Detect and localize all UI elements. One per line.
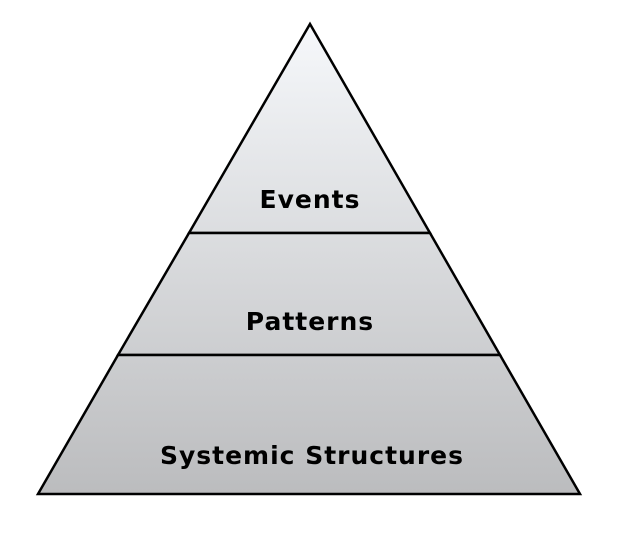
pyramid-level-systemic-structures: Systemic Structures — [35, 353, 583, 496]
systemic-structures-level-label: Systemic Structures — [160, 441, 464, 470]
systemic-structures-level-shape — [35, 353, 583, 496]
events-level-label: Events — [260, 185, 361, 214]
pyramid-level-events: Events — [186, 21, 433, 235]
patterns-level-label: Patterns — [246, 307, 374, 336]
pyramid-level-patterns: Patterns — [115, 231, 503, 357]
patterns-level-shape — [115, 231, 503, 357]
